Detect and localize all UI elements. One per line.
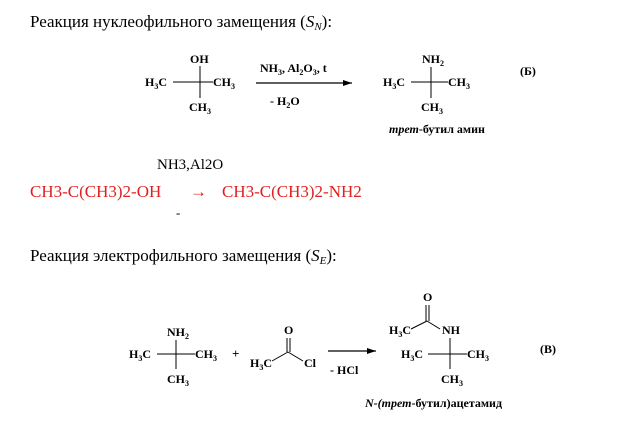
svg-text:CH3: CH3	[189, 100, 211, 116]
equation-arrow: →	[190, 182, 207, 201]
svg-text:CH3: CH3	[421, 100, 443, 116]
svg-text:CH3: CH3	[441, 372, 463, 388]
scheme-b-label: (Б)	[520, 64, 536, 78]
scheme-b: OH H3C CH3 CH3 NH3, Al2O3, t - H2O NH2 H…	[145, 52, 536, 136]
svg-text:H3C: H3C	[250, 356, 272, 372]
acetamide-product-structure: O H3C NH H3C CH3 CH3	[389, 290, 489, 388]
se-heading: Реакция электрофильного замещения (SE):	[30, 246, 337, 267]
svg-text:O: O	[423, 290, 432, 304]
svg-text:CH3: CH3	[195, 347, 217, 363]
scheme-v-label: (В)	[540, 342, 556, 356]
acetamide-name: N-(трет-бутил)ацетамид	[364, 396, 502, 410]
svg-text:- H2O: - H2O	[270, 94, 300, 110]
equation-dash: -	[176, 205, 181, 220]
reaction-conditions-v: - HCl	[328, 348, 376, 377]
equation-right: CH3-C(CH3)2-NH2	[222, 182, 362, 201]
svg-text:NH: NH	[442, 323, 461, 337]
svg-text:CH3: CH3	[448, 75, 470, 91]
svg-text:CH3: CH3	[213, 75, 235, 91]
svg-text:H3C: H3C	[401, 347, 423, 363]
svg-text:Cl: Cl	[304, 356, 317, 370]
svg-text:H3C: H3C	[129, 347, 151, 363]
svg-text:NH2: NH2	[167, 325, 189, 341]
svg-text:H3C: H3C	[145, 75, 167, 91]
sn-heading: Реакция нуклеофильного замещения (SN):	[30, 12, 333, 33]
svg-text:- HCl: - HCl	[330, 363, 359, 377]
plus-sign: +	[232, 346, 239, 361]
svg-text:OH: OH	[190, 52, 209, 66]
svg-text:H3C: H3C	[389, 323, 411, 339]
tert-butanol-structure: OH H3C CH3 CH3	[145, 52, 235, 116]
svg-text:NH2: NH2	[422, 52, 444, 68]
svg-text:NH3, Al2O3, t: NH3, Al2O3, t	[260, 61, 327, 77]
svg-text:H3C: H3C	[383, 75, 405, 91]
svg-text:O: O	[284, 323, 293, 337]
catalyst-label: NH3,Al2O	[157, 157, 224, 173]
acetyl-chloride-structure: O H3C Cl	[250, 323, 317, 372]
tert-butylamine-structure: NH2 H3C CH3 CH3	[383, 52, 470, 116]
svg-text:CH3: CH3	[167, 372, 189, 388]
reaction-conditions-b: NH3, Al2O3, t - H2O	[256, 61, 352, 110]
equation-left: CH3-C(CH3)2-OH	[30, 182, 162, 201]
tert-butylamine-reactant: NH2 H3C CH3 CH3	[129, 325, 217, 388]
tert-butylamine-name: трет-бутил амин	[389, 122, 485, 136]
scheme-v: NH2 H3C CH3 CH3 + O H3C Cl - HCl O H3C N…	[129, 290, 556, 410]
svg-text:CH3: CH3	[467, 347, 489, 363]
